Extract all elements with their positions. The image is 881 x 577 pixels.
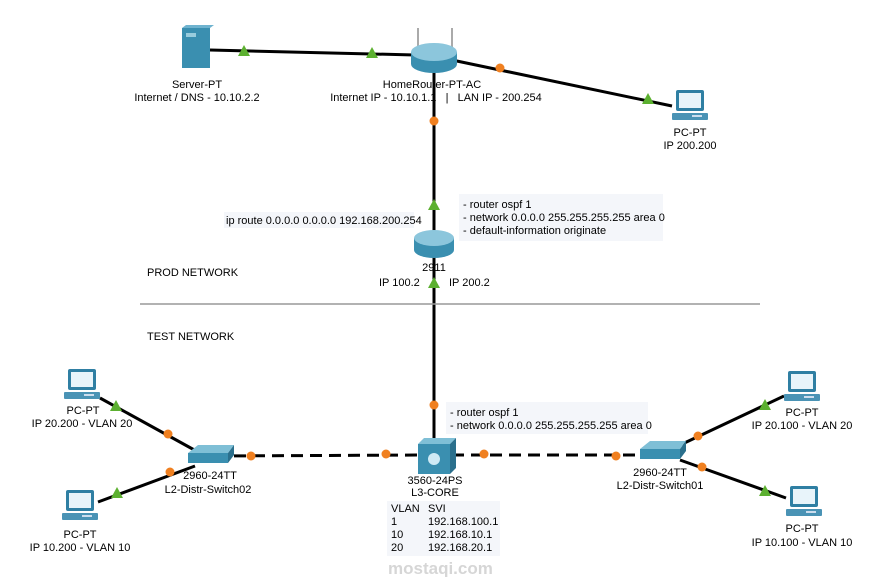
- switch-icon[interactable]: [640, 441, 686, 459]
- static-route-note-bg: [224, 212, 414, 228]
- svi-header: SVI: [428, 503, 446, 515]
- switch01-model: 2960-24TT: [633, 467, 687, 479]
- pc-icon[interactable]: [64, 369, 100, 399]
- switch02-model: 2960-24TT: [183, 470, 237, 482]
- core-model: 3560-24PS: [407, 475, 462, 487]
- pc-label: IP 10.200 - VLAN 10: [30, 542, 131, 554]
- pc-label: IP 20.100 - VLAN 20: [752, 420, 853, 432]
- link-core-switch02: [214, 453, 421, 458]
- pc-prod-label: IP 200.200: [663, 140, 716, 152]
- pc-prod-model: PC-PT: [674, 127, 707, 139]
- vlan-table-bg: [387, 501, 500, 556]
- server-icon[interactable]: [182, 25, 214, 68]
- watermark: mostaqi.com: [388, 559, 493, 577]
- link-switch01-pc-bottom: [679, 458, 787, 500]
- core-label: L3-CORE: [411, 487, 459, 499]
- server-model: Server-PT: [172, 79, 222, 91]
- vlan-table: VLAN SVI 1 192.168.100.1 10 192.168.10.1…: [391, 503, 498, 554]
- static-route-note: ip route 0.0.0.0 0.0.0.0 192.168.200.254: [226, 215, 422, 227]
- core-ospf-note: [446, 402, 648, 434]
- multilayer-switch-icon[interactable]: [418, 438, 456, 474]
- router-left-ip: IP 100.2: [379, 277, 420, 289]
- pc-icon[interactable]: [786, 486, 822, 516]
- router-icon[interactable]: [414, 230, 454, 258]
- note-line: - network 0.0.0.0 255.255.255.255 area 0: [450, 420, 652, 432]
- home-router-model: HomeRouter-PT-AC: [383, 79, 481, 91]
- switch02-label: L2-Distr-Switch02: [165, 484, 252, 496]
- svi-cell: 192.168.20.1: [428, 542, 492, 554]
- pc-model: PC-PT: [64, 529, 97, 541]
- svi-cell: 192.168.100.1: [428, 516, 498, 528]
- server-label: Internet / DNS - 10.10.2.2: [134, 92, 259, 104]
- vlan-cell: 1: [391, 516, 397, 528]
- pc-icon[interactable]: [784, 371, 820, 401]
- pc-model: PC-PT: [67, 405, 100, 417]
- pc-icon[interactable]: [672, 90, 708, 120]
- vlan-cell: 10: [391, 529, 403, 541]
- link-status-port-icons: [163, 63, 707, 477]
- zone-label-test: TEST NETWORK: [147, 331, 235, 343]
- pc-label: IP 10.100 - VLAN 10: [752, 537, 853, 549]
- switch-icon[interactable]: [188, 445, 234, 463]
- note-line: - network 0.0.0.0 255.255.255.255 area 0: [463, 212, 665, 224]
- pc-model: PC-PT: [786, 407, 819, 419]
- router-ospf-note: [459, 194, 663, 241]
- zone-label-prod: PROD NETWORK: [147, 267, 239, 279]
- link-router-pc: [451, 58, 673, 108]
- note-line: - router ospf 1: [450, 407, 518, 419]
- router-right-ip: IP 200.2: [449, 277, 490, 289]
- home-router-label: Internet IP - 10.10.1.1 | LAN IP - 200.2…: [330, 92, 542, 104]
- router-2911-model: 2911: [422, 262, 446, 274]
- note-line: - default-information originate: [463, 225, 606, 237]
- pc-label: IP 20.200 - VLAN 20: [32, 418, 133, 430]
- pc-model: PC-PT: [786, 523, 819, 535]
- svi-cell: 192.168.10.1: [428, 529, 492, 541]
- vlan-cell: 20: [391, 542, 403, 554]
- pc-icon[interactable]: [62, 490, 98, 520]
- vlan-header: VLAN: [391, 503, 420, 515]
- note-line: - router ospf 1: [463, 199, 531, 211]
- switch01-label: L2-Distr-Switch01: [617, 480, 704, 492]
- wireless-router-icon[interactable]: [411, 28, 457, 73]
